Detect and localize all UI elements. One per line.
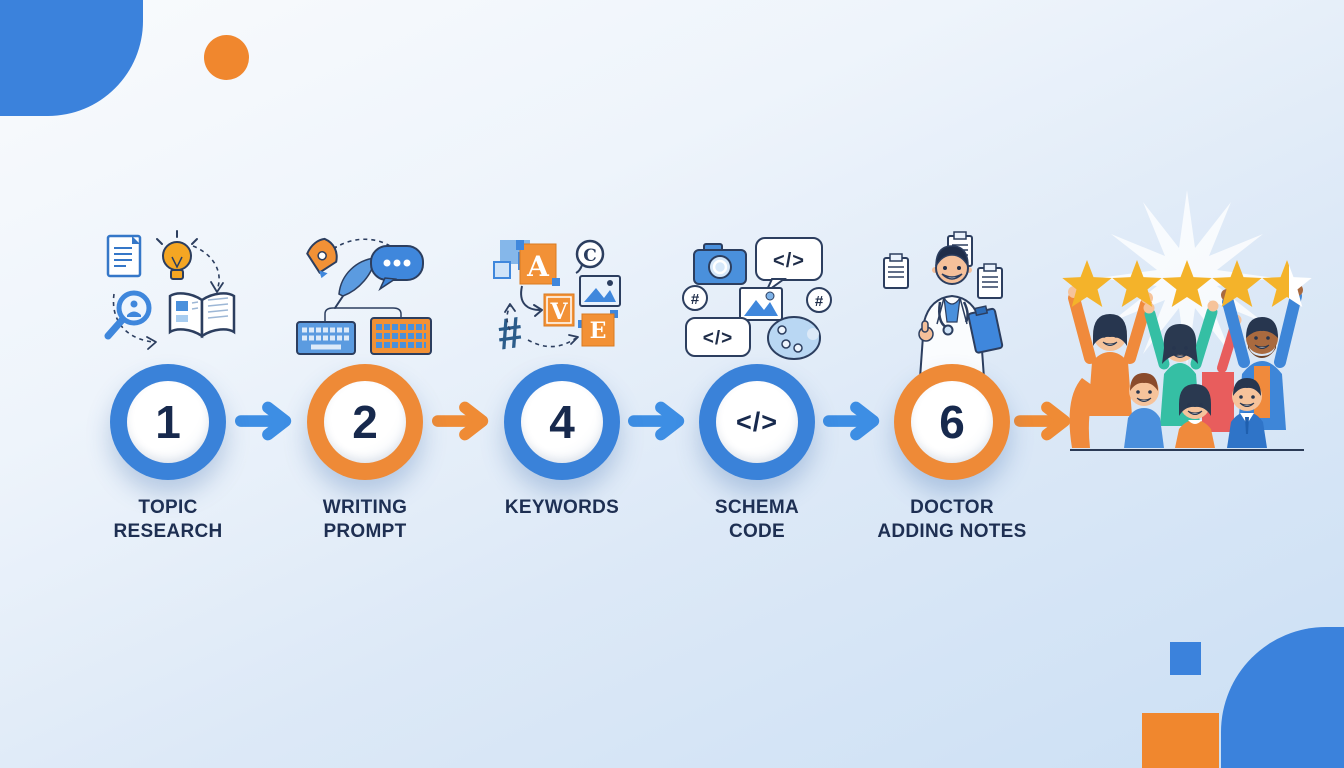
step-label: TOPIC RESEARCH (113, 497, 223, 543)
flow-arrow (1014, 399, 1076, 443)
svg-text:E: E (590, 318, 607, 344)
flow-arrow (823, 399, 885, 443)
flow-arrow (628, 399, 690, 443)
palette-icon (767, 316, 821, 360)
svg-text:#: # (691, 291, 700, 308)
keywords-icon: A C V (492, 230, 632, 364)
camera-icon (693, 243, 747, 285)
step-number: 2 (352, 396, 378, 448)
clipboard-icon (977, 263, 1003, 299)
step-circle: 1 (110, 364, 226, 480)
boy-blue (1124, 373, 1164, 448)
document-icon (106, 234, 142, 278)
step-keywords: A C V (467, 230, 657, 520)
letter-bubble-c: C (575, 239, 605, 274)
svg-text:A: A (526, 250, 550, 283)
step-label: WRITING PROMPT (322, 497, 408, 543)
corner-shape-bottom-right (1221, 627, 1344, 768)
orange-square-decoration (1142, 713, 1219, 768)
code-bubble-icon: </> (685, 317, 751, 357)
step-symbol: </> (735, 406, 779, 437)
flow-arrow (432, 399, 494, 443)
step-schema-code: </> # # </> (662, 230, 852, 545)
woman-orange (1068, 286, 1153, 448)
keyboard-blue-icon (296, 321, 356, 355)
step-number: 4 (549, 396, 575, 448)
speech-bubble-icon (370, 245, 424, 292)
letter-tile-e: E (578, 310, 618, 347)
image-icon (739, 287, 783, 321)
doctor-figure (918, 245, 1004, 379)
corner-shape-top-left (0, 0, 143, 116)
schema-code-icon: </> # # </> (682, 230, 832, 364)
step-number: 1 (155, 396, 181, 448)
letter-tile-a: A (516, 240, 560, 286)
svg-text:</>: </> (703, 328, 733, 349)
held-clipboard (967, 305, 1004, 354)
step-label: KEYWORDS (504, 497, 620, 518)
open-book-icon (168, 292, 236, 339)
letter-tile-v: V (543, 293, 575, 327)
man-suit (1227, 378, 1267, 448)
writing-prompt-icon (295, 230, 435, 364)
step-circle: 4 (504, 364, 620, 480)
lightbulb-icon (156, 230, 198, 280)
hashtag-circle-icon: # (806, 287, 832, 313)
step-writing-prompt: 2 WRITING PROMPT (270, 230, 460, 545)
step-label: DOCTOR ADDING NOTES (877, 497, 1027, 543)
keyboard-orange-icon (370, 317, 432, 355)
step-circle: 6 (894, 364, 1010, 480)
step-doctor-adding-notes: 6 DOCTOR ADDING NOTES (857, 230, 1047, 545)
hashtag-glyph: # (494, 308, 525, 360)
girl-orange (1175, 384, 1215, 448)
svg-text:#: # (815, 293, 824, 310)
svg-text:V: V (549, 299, 568, 325)
doctor-icon (882, 230, 1022, 379)
step-topic-research: 1 TOPIC RESEARCH (73, 230, 263, 545)
clipboard-icon (883, 253, 909, 289)
feather-icon (334, 257, 376, 309)
blue-square-decoration (1170, 642, 1201, 675)
image-icon (579, 275, 621, 307)
magnifier-icon (104, 290, 152, 340)
step-circle: 2 (307, 364, 423, 480)
topic-research-icon (98, 230, 238, 364)
pen-nib-icon (306, 237, 338, 279)
step-circle: </> (699, 364, 815, 480)
step-number: 6 (939, 396, 965, 448)
flow-arrow (235, 399, 297, 443)
step-label: SCHEMA CODE (714, 497, 800, 543)
orange-dot-decoration (204, 35, 249, 80)
svg-text:C: C (583, 246, 597, 266)
half-star (1262, 260, 1312, 307)
code-bubble-icon: </> (755, 237, 823, 296)
hashtag-circle-icon: # (682, 285, 708, 311)
svg-text:</>: </> (773, 250, 805, 272)
celebrating-people-icon (1062, 186, 1312, 464)
